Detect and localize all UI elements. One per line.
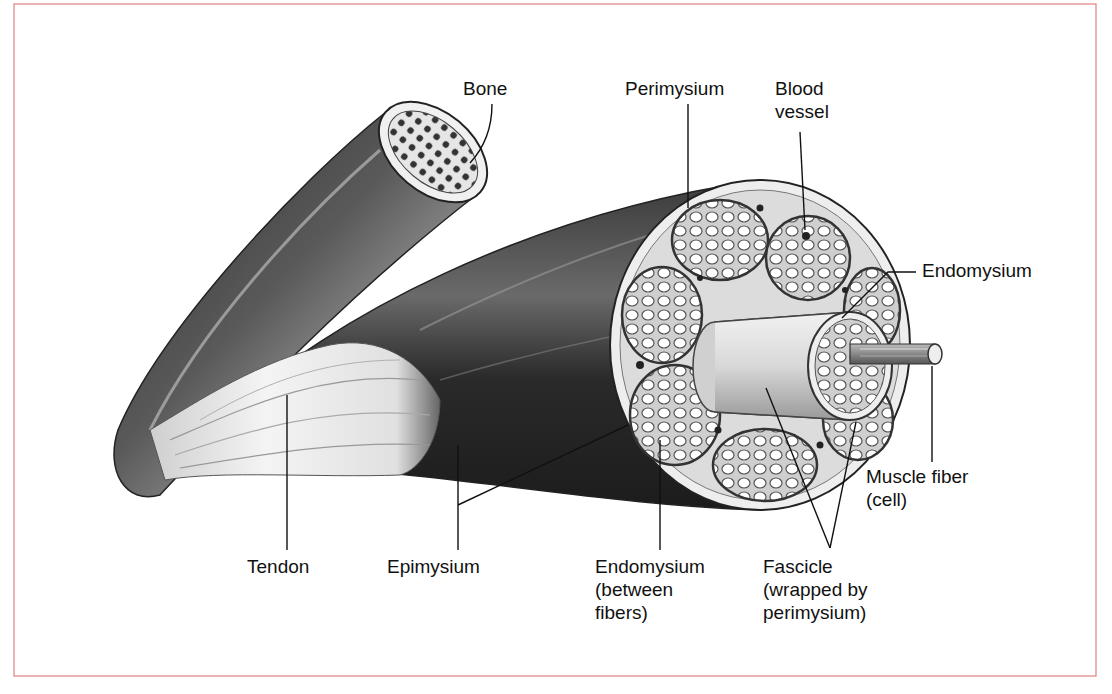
muscle-fiber — [850, 344, 942, 364]
frame — [14, 4, 1096, 676]
fascicle-cylinder — [693, 312, 892, 420]
part-label: Endomysium (between fibers) — [595, 556, 725, 624]
part-label: Tendon — [247, 556, 309, 579]
part-label: Muscle fiber (cell) — [866, 466, 991, 512]
part-label: Epimysium — [387, 556, 480, 579]
part-label: Perimysium — [625, 78, 724, 101]
part-label: Blood vessel — [775, 78, 850, 124]
leader-lines — [287, 104, 932, 550]
part-label: Endomysium — [922, 260, 1032, 283]
part-label: Fascicle (wrapped by perimysium) — [763, 556, 898, 624]
tendon-shape — [150, 343, 440, 480]
part-label: Bone — [463, 78, 507, 101]
